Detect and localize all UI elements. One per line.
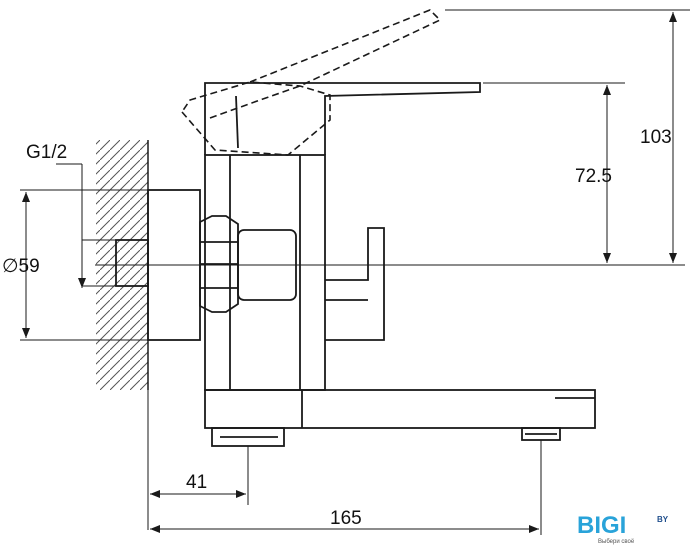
diameter-label: ∅59: [2, 256, 40, 277]
length-165-label: 165: [330, 508, 362, 529]
logo-brand: BIGI: [577, 512, 626, 539]
height-72-label: 72.5: [575, 166, 612, 187]
lever-raised-dashed: [180, 9, 442, 156]
logo-suffix: BY: [657, 515, 669, 524]
length-165-dimension: [150, 440, 542, 535]
thread-dimension: [56, 163, 116, 288]
bigi-logo: BIGI BY Выбери своё: [577, 512, 669, 545]
thread-label: G1/2: [26, 142, 67, 163]
diameter-dimension: [20, 189, 148, 341]
depth-41-label: 41: [186, 472, 207, 493]
logo-tagline: Выбери своё: [598, 539, 635, 545]
depth-41-dimension: [147, 390, 249, 530]
height-72-dimension: [483, 82, 625, 263]
height-103-label: 103: [640, 127, 672, 148]
height-103-dimension: [445, 9, 690, 263]
